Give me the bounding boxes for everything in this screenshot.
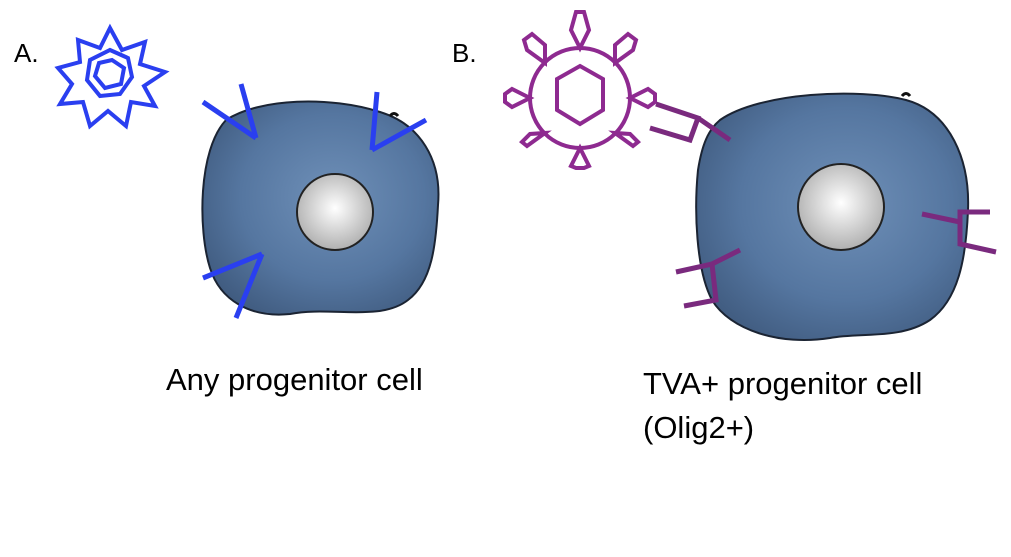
panel-b-caption: TVA+ progenitor cell (Olig2+) xyxy=(643,362,922,450)
nucleus-a xyxy=(296,173,374,251)
panel-b-caption-line-2: (Olig2+) xyxy=(643,410,755,445)
receptor-b-group xyxy=(649,101,997,309)
panel-b-caption-line-1: TVA+ progenitor cell xyxy=(643,366,923,401)
panel-b xyxy=(503,10,997,342)
virus-b-icon xyxy=(503,10,657,170)
panel-b-label: B. xyxy=(452,38,477,68)
cell-a-tip xyxy=(388,112,400,118)
cell-b-tip xyxy=(900,92,912,98)
nucleus-b xyxy=(797,163,885,251)
receptor-a-group xyxy=(201,83,428,319)
panel-a xyxy=(54,23,440,319)
virus-a-icon xyxy=(54,23,170,130)
panel-a-caption: Any progenitor cell xyxy=(166,358,423,402)
panel-a-label: A. xyxy=(14,38,39,68)
panel-a-caption-line: Any progenitor cell xyxy=(166,362,423,397)
